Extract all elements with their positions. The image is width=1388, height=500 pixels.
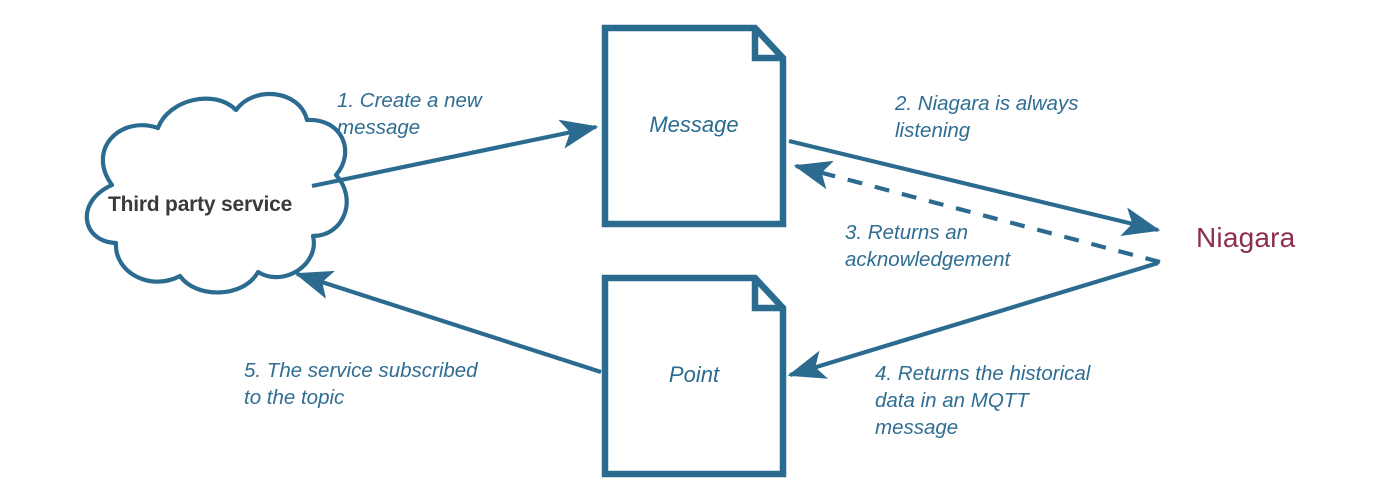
step-3-label: 3. Returns an acknowledgement	[845, 221, 1011, 272]
message-document-shape	[601, 24, 787, 228]
step-1-label: 1. Create a new message	[337, 89, 482, 140]
arrow-step-3	[793, 160, 1161, 265]
point-document-shape	[601, 274, 787, 478]
arrow-step-1	[311, 119, 599, 189]
message-document-label: Message	[649, 112, 739, 137]
niagara-label: Niagara	[1196, 222, 1296, 253]
point-document-label: Point	[668, 362, 720, 387]
step-4-label: 4. Returns the historical data in an MQT…	[875, 362, 1091, 440]
cloud-shape	[84, 91, 349, 295]
step-2-label: 2. Niagara is always listening	[895, 92, 1079, 143]
cloud-label: Third party service	[107, 193, 293, 216]
arrow-step-5	[294, 270, 602, 374]
arrow-step-2	[788, 138, 1161, 237]
step-5-label: 5. The service subscribed to the topic	[244, 359, 478, 410]
arrow-step-4	[787, 260, 1159, 379]
